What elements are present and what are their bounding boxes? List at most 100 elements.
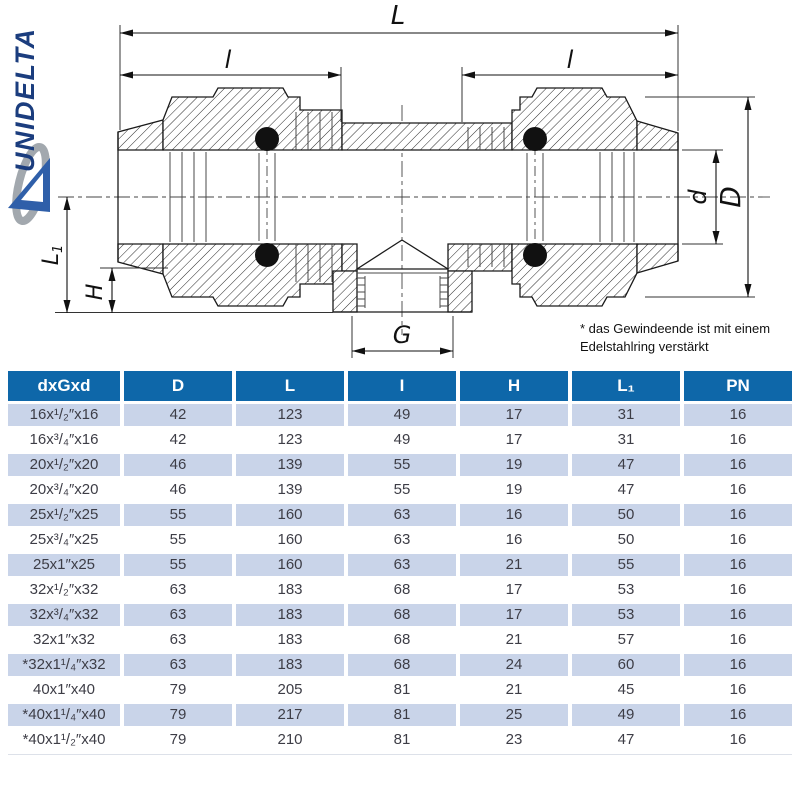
- o-ring: [523, 127, 547, 151]
- value-cell: 68: [348, 604, 456, 626]
- column-header-D: D: [124, 371, 232, 401]
- value-cell: 63: [348, 504, 456, 526]
- footnote: * das Gewindeende ist mit einem Edelstah…: [580, 320, 795, 355]
- o-ring: [255, 127, 279, 151]
- value-cell: 183: [236, 579, 344, 601]
- value-cell: 63: [124, 629, 232, 651]
- value-cell: 16: [684, 429, 792, 451]
- value-cell: 183: [236, 629, 344, 651]
- value-cell: 123: [236, 404, 344, 426]
- value-cell: 53: [572, 604, 680, 626]
- value-cell: 68: [348, 654, 456, 676]
- value-cell: 81: [348, 679, 456, 701]
- value-cell: 17: [460, 604, 568, 626]
- value-cell: 21: [460, 554, 568, 576]
- value-cell: 63: [124, 579, 232, 601]
- dimension-L: L: [119, 1, 679, 131]
- value-cell: 46: [124, 454, 232, 476]
- value-cell: 60: [572, 654, 680, 676]
- label-l-left: l: [225, 46, 232, 74]
- value-cell: 17: [460, 429, 568, 451]
- value-cell: 16: [684, 629, 792, 651]
- value-cell: 31: [572, 429, 680, 451]
- dimension-G: G: [351, 316, 454, 358]
- size-cell: 16x³/₄″x16: [8, 429, 120, 451]
- size-cell: 32x1″x32: [8, 629, 120, 651]
- column-header-PN: PN: [684, 371, 792, 401]
- value-cell: 16: [684, 579, 792, 601]
- unidelta-logo: UNIDELTA: [8, 28, 50, 225]
- value-cell: 50: [572, 504, 680, 526]
- o-ring: [255, 243, 279, 267]
- table-header-row: dxGxd D L I H L₁ PN: [8, 371, 792, 401]
- size-cell: 40x1″x40: [8, 679, 120, 701]
- o-rings: [255, 127, 547, 267]
- value-cell: 50: [572, 529, 680, 551]
- label-l-right: l: [567, 46, 574, 74]
- value-cell: 42: [124, 429, 232, 451]
- value-cell: 217: [236, 704, 344, 726]
- value-cell: 183: [236, 604, 344, 626]
- size-cell: 25x³/₄″x25: [8, 529, 120, 551]
- value-cell: 55: [348, 454, 456, 476]
- value-cell: 16: [684, 679, 792, 701]
- value-cell: 49: [348, 429, 456, 451]
- value-cell: 31: [572, 404, 680, 426]
- value-cell: 16: [684, 404, 792, 426]
- value-cell: 79: [124, 704, 232, 726]
- value-cell: 210: [236, 729, 344, 751]
- dimension-l-left: l: [120, 46, 342, 122]
- value-cell: 139: [236, 479, 344, 501]
- value-cell: 160: [236, 529, 344, 551]
- value-cell: 16: [684, 654, 792, 676]
- value-cell: 49: [348, 404, 456, 426]
- dimension-L1: L1: [39, 197, 333, 313]
- size-cell: 20x¹/₂″x20: [8, 454, 120, 476]
- value-cell: 68: [348, 579, 456, 601]
- value-cell: 81: [348, 729, 456, 751]
- value-cell: 47: [572, 479, 680, 501]
- size-cell: *40x1¹/₄″x40: [8, 704, 120, 726]
- footnote-line1: * das Gewindeende ist mit einem: [580, 321, 771, 336]
- size-cell: *32x1¹/₄″x32: [8, 654, 120, 676]
- label-G: G: [393, 321, 412, 349]
- value-cell: 16: [684, 504, 792, 526]
- value-cell: 16: [684, 479, 792, 501]
- value-cell: 160: [236, 504, 344, 526]
- value-cell: 47: [572, 454, 680, 476]
- value-cell: 63: [124, 604, 232, 626]
- size-cell: 32x¹/₂″x32: [8, 579, 120, 601]
- value-cell: 16: [460, 529, 568, 551]
- value-cell: 45: [572, 679, 680, 701]
- value-cell: 63: [124, 654, 232, 676]
- value-cell: 55: [124, 529, 232, 551]
- table-bottom-border: [8, 754, 792, 755]
- value-cell: 16: [684, 554, 792, 576]
- o-ring: [523, 243, 547, 267]
- value-cell: 55: [124, 554, 232, 576]
- value-cell: 16: [684, 454, 792, 476]
- value-cell: 53: [572, 579, 680, 601]
- dimension-H: H: [83, 267, 168, 313]
- logo-text: UNIDELTA: [10, 28, 40, 172]
- value-cell: 79: [124, 679, 232, 701]
- value-cell: 25: [460, 704, 568, 726]
- column-header-I: I: [348, 371, 456, 401]
- column-header-L1: L₁: [572, 371, 680, 401]
- thread-lines: [357, 277, 448, 307]
- dimension-d: d: [682, 149, 723, 245]
- size-cell: 16x¹/₂″x16: [8, 404, 120, 426]
- column-header-L: L: [236, 371, 344, 401]
